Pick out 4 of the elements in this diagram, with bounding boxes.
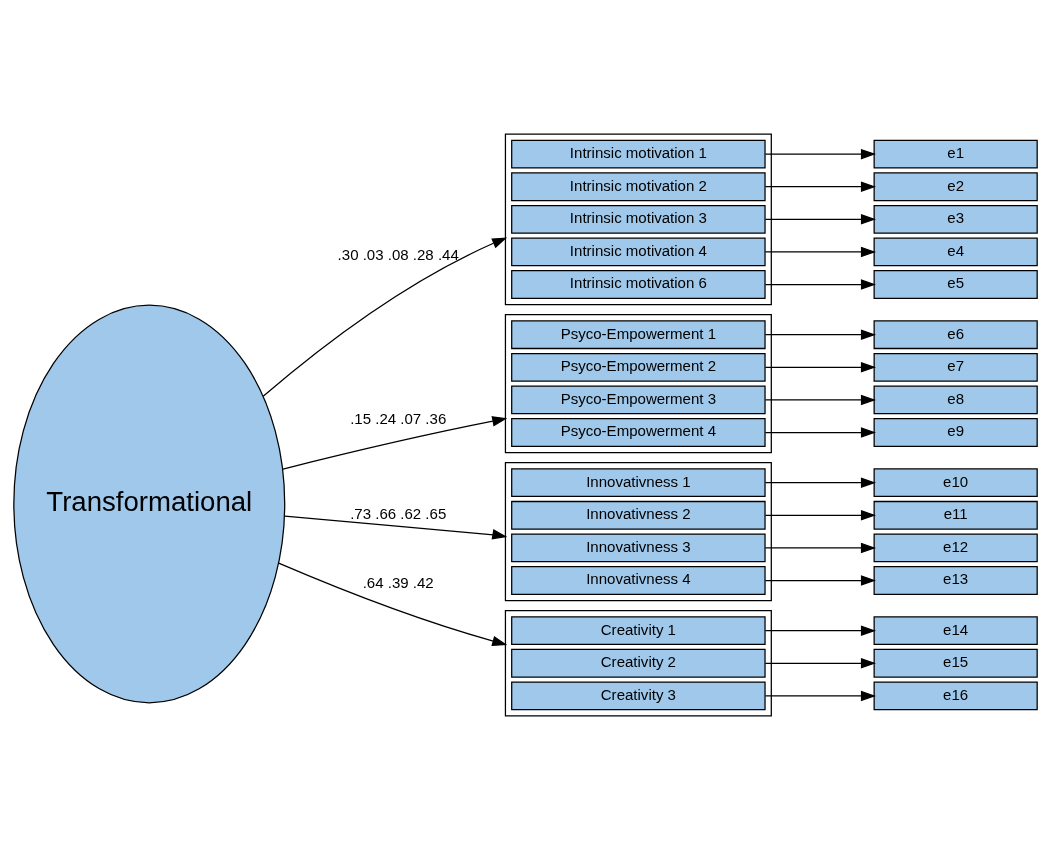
edge-label: .73 .66 .62 .65 [350, 504, 447, 522]
edge-label: .64 .39 .42 [362, 573, 434, 591]
edge-label: .15 .24 .07 .36 [350, 410, 447, 427]
edge-label: .30 .03 .08 .28 .44 [337, 245, 459, 263]
